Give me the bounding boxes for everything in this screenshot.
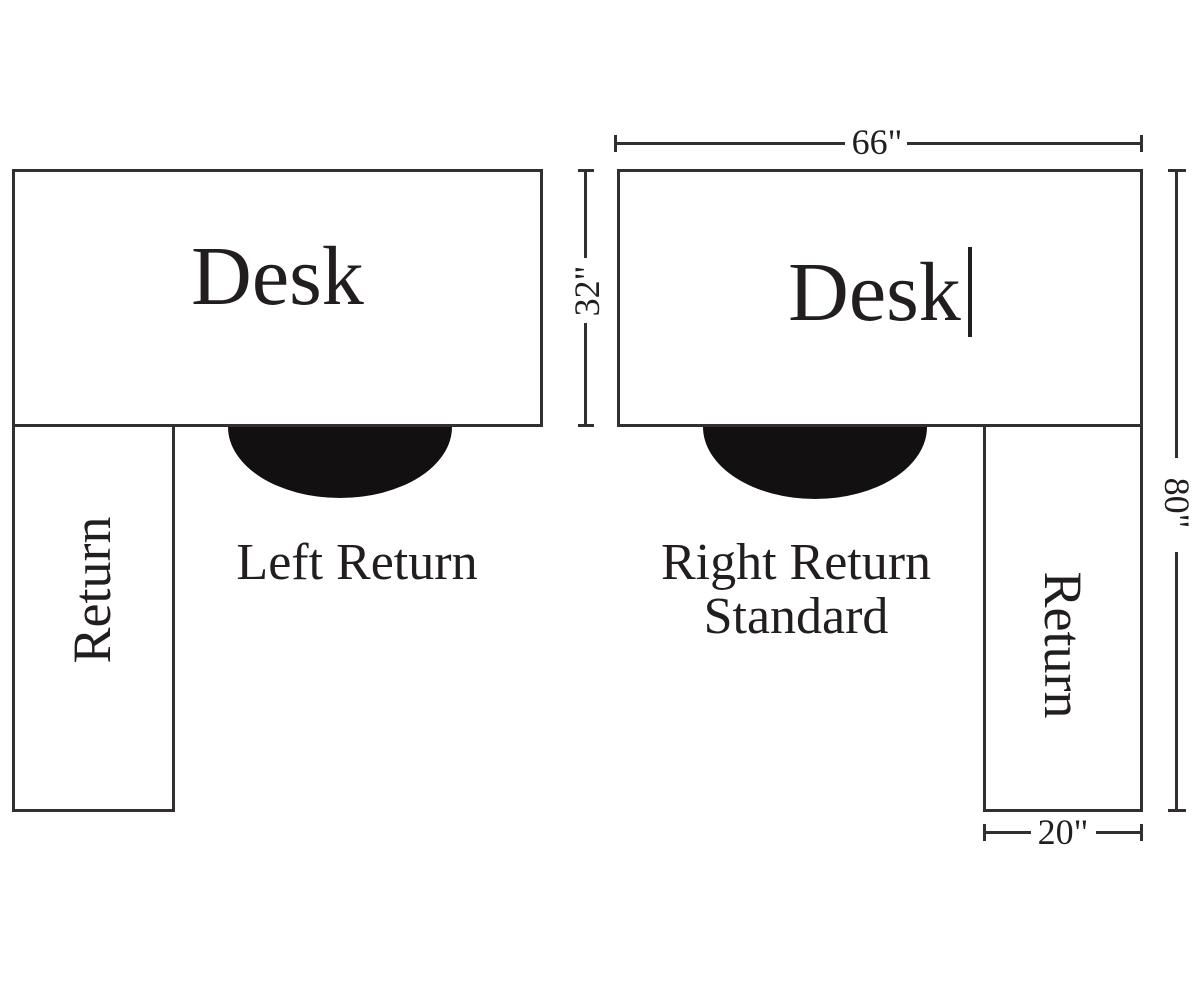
dim-line <box>1175 552 1178 812</box>
left-desk-label: Desk <box>191 230 364 323</box>
left-desk-shape <box>12 169 543 427</box>
dim-line <box>584 169 587 258</box>
right-desk-label: Desk <box>788 246 961 339</box>
left-return-label: Return <box>62 516 122 664</box>
dim-label-overall-depth: 80" <box>1157 477 1197 529</box>
dim-tick <box>1140 824 1143 841</box>
left-caption: Left Return <box>236 534 478 591</box>
dim-tick <box>1140 135 1143 152</box>
dim-line <box>584 323 587 427</box>
right-return-shape <box>983 424 1143 812</box>
right-desk-text-field[interactable]: Desk <box>617 246 1143 343</box>
dim-line <box>907 142 1143 145</box>
left-return-shape <box>12 424 175 812</box>
right-caption: Right Return Standard <box>661 536 931 644</box>
text-cursor <box>967 247 972 337</box>
dim-line <box>1096 831 1143 834</box>
dim-label-desk-depth: 32" <box>567 265 607 317</box>
right-desk-shape <box>617 169 1143 427</box>
dim-line <box>983 831 1031 834</box>
dim-line <box>614 142 845 145</box>
dim-tick <box>1168 809 1186 812</box>
right-caption-line2: Standard <box>703 588 889 645</box>
dim-tick <box>578 424 594 427</box>
right-chair-shape <box>703 427 927 499</box>
dim-label-desk-width: 66" <box>851 122 903 162</box>
left-chair-shape <box>228 427 452 498</box>
dim-label-return-width: 20" <box>1037 812 1089 852</box>
right-return-label: Return <box>1033 571 1093 719</box>
dim-line <box>1175 169 1178 458</box>
right-caption-line1: Right Return <box>660 534 932 591</box>
